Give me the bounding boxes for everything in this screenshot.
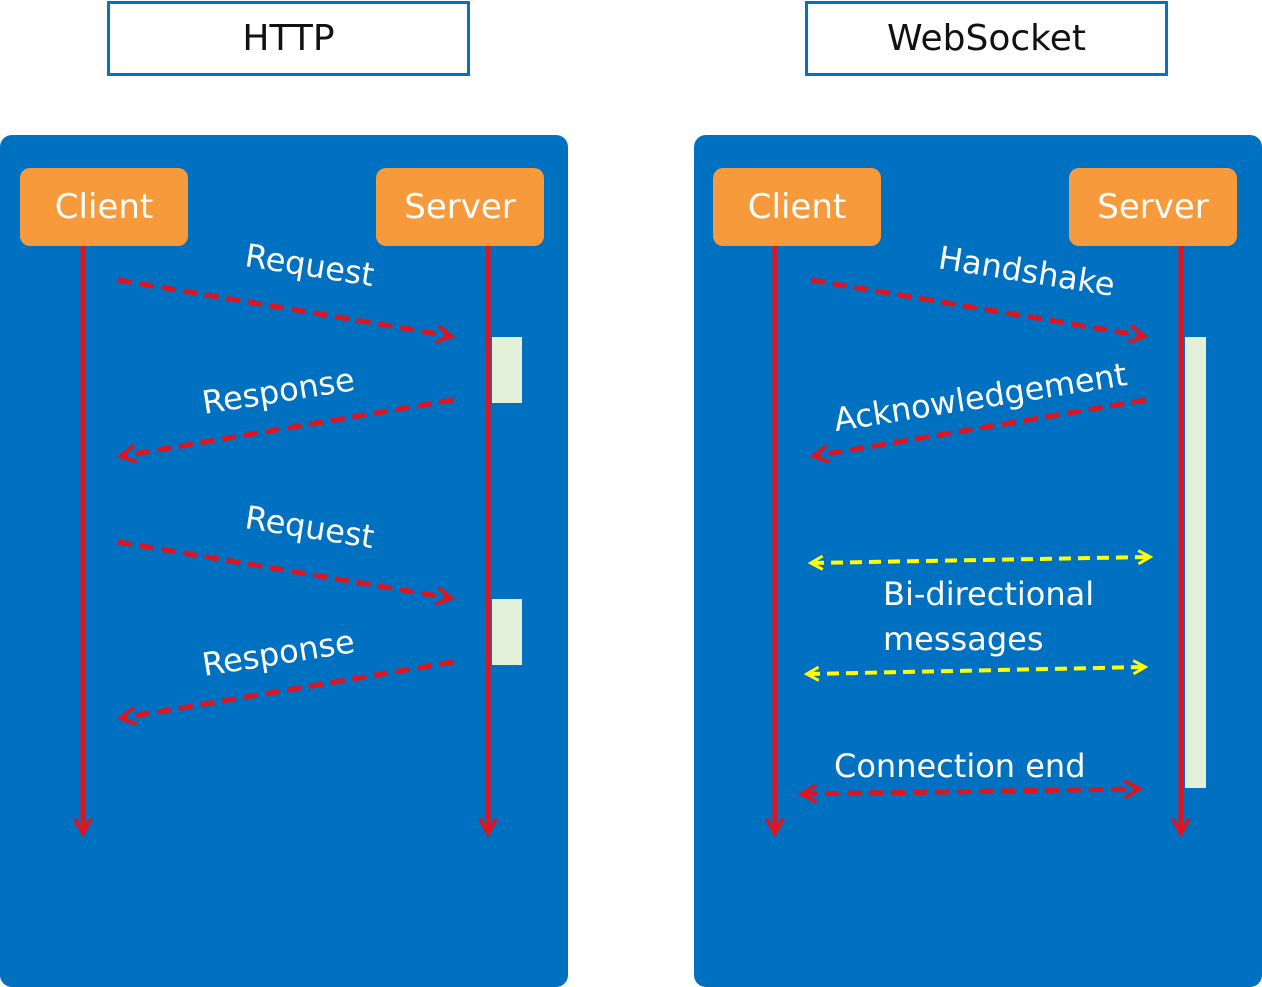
http-response-label-2: Response bbox=[199, 622, 357, 684]
http-response-label-1: Response bbox=[199, 360, 357, 422]
http-request-arrow-1 bbox=[117, 277, 450, 336]
http-server-activation-2 bbox=[492, 599, 522, 665]
ws-ack-arrow bbox=[815, 397, 1147, 456]
http-client-actor: Client bbox=[20, 168, 188, 246]
http-server-actor: Server bbox=[376, 168, 544, 246]
http-request-label-1: Request bbox=[243, 236, 377, 294]
ws-handshake-label: Handshake bbox=[936, 238, 1118, 303]
http-response-arrow-1 bbox=[122, 397, 454, 456]
ws-bidirectional-arrow-1 bbox=[812, 557, 1149, 563]
http-server-activation-1 bbox=[492, 337, 522, 403]
ws-bidir-label-line2: messages bbox=[883, 620, 1043, 658]
http-response-arrow-2 bbox=[122, 659, 454, 718]
ws-server-actor: Server bbox=[1069, 168, 1237, 246]
ws-client-actor: Client bbox=[713, 168, 881, 246]
http-title: HTTP bbox=[107, 1, 470, 76]
http-panel bbox=[0, 135, 568, 987]
http-request-label-2: Request bbox=[243, 498, 377, 556]
http-request-arrow-2 bbox=[117, 539, 450, 598]
ws-bidir-label-line1: Bi-directional bbox=[883, 575, 1094, 613]
ws-connection-end-label: Connection end bbox=[834, 747, 1086, 785]
ws-server-activation bbox=[1185, 337, 1206, 788]
ws-bidirectional-arrow-2 bbox=[808, 667, 1144, 674]
websocket-title: WebSocket bbox=[805, 1, 1168, 76]
ws-handshake-arrow bbox=[810, 277, 1143, 336]
ws-connection-end-arrow bbox=[803, 789, 1138, 794]
